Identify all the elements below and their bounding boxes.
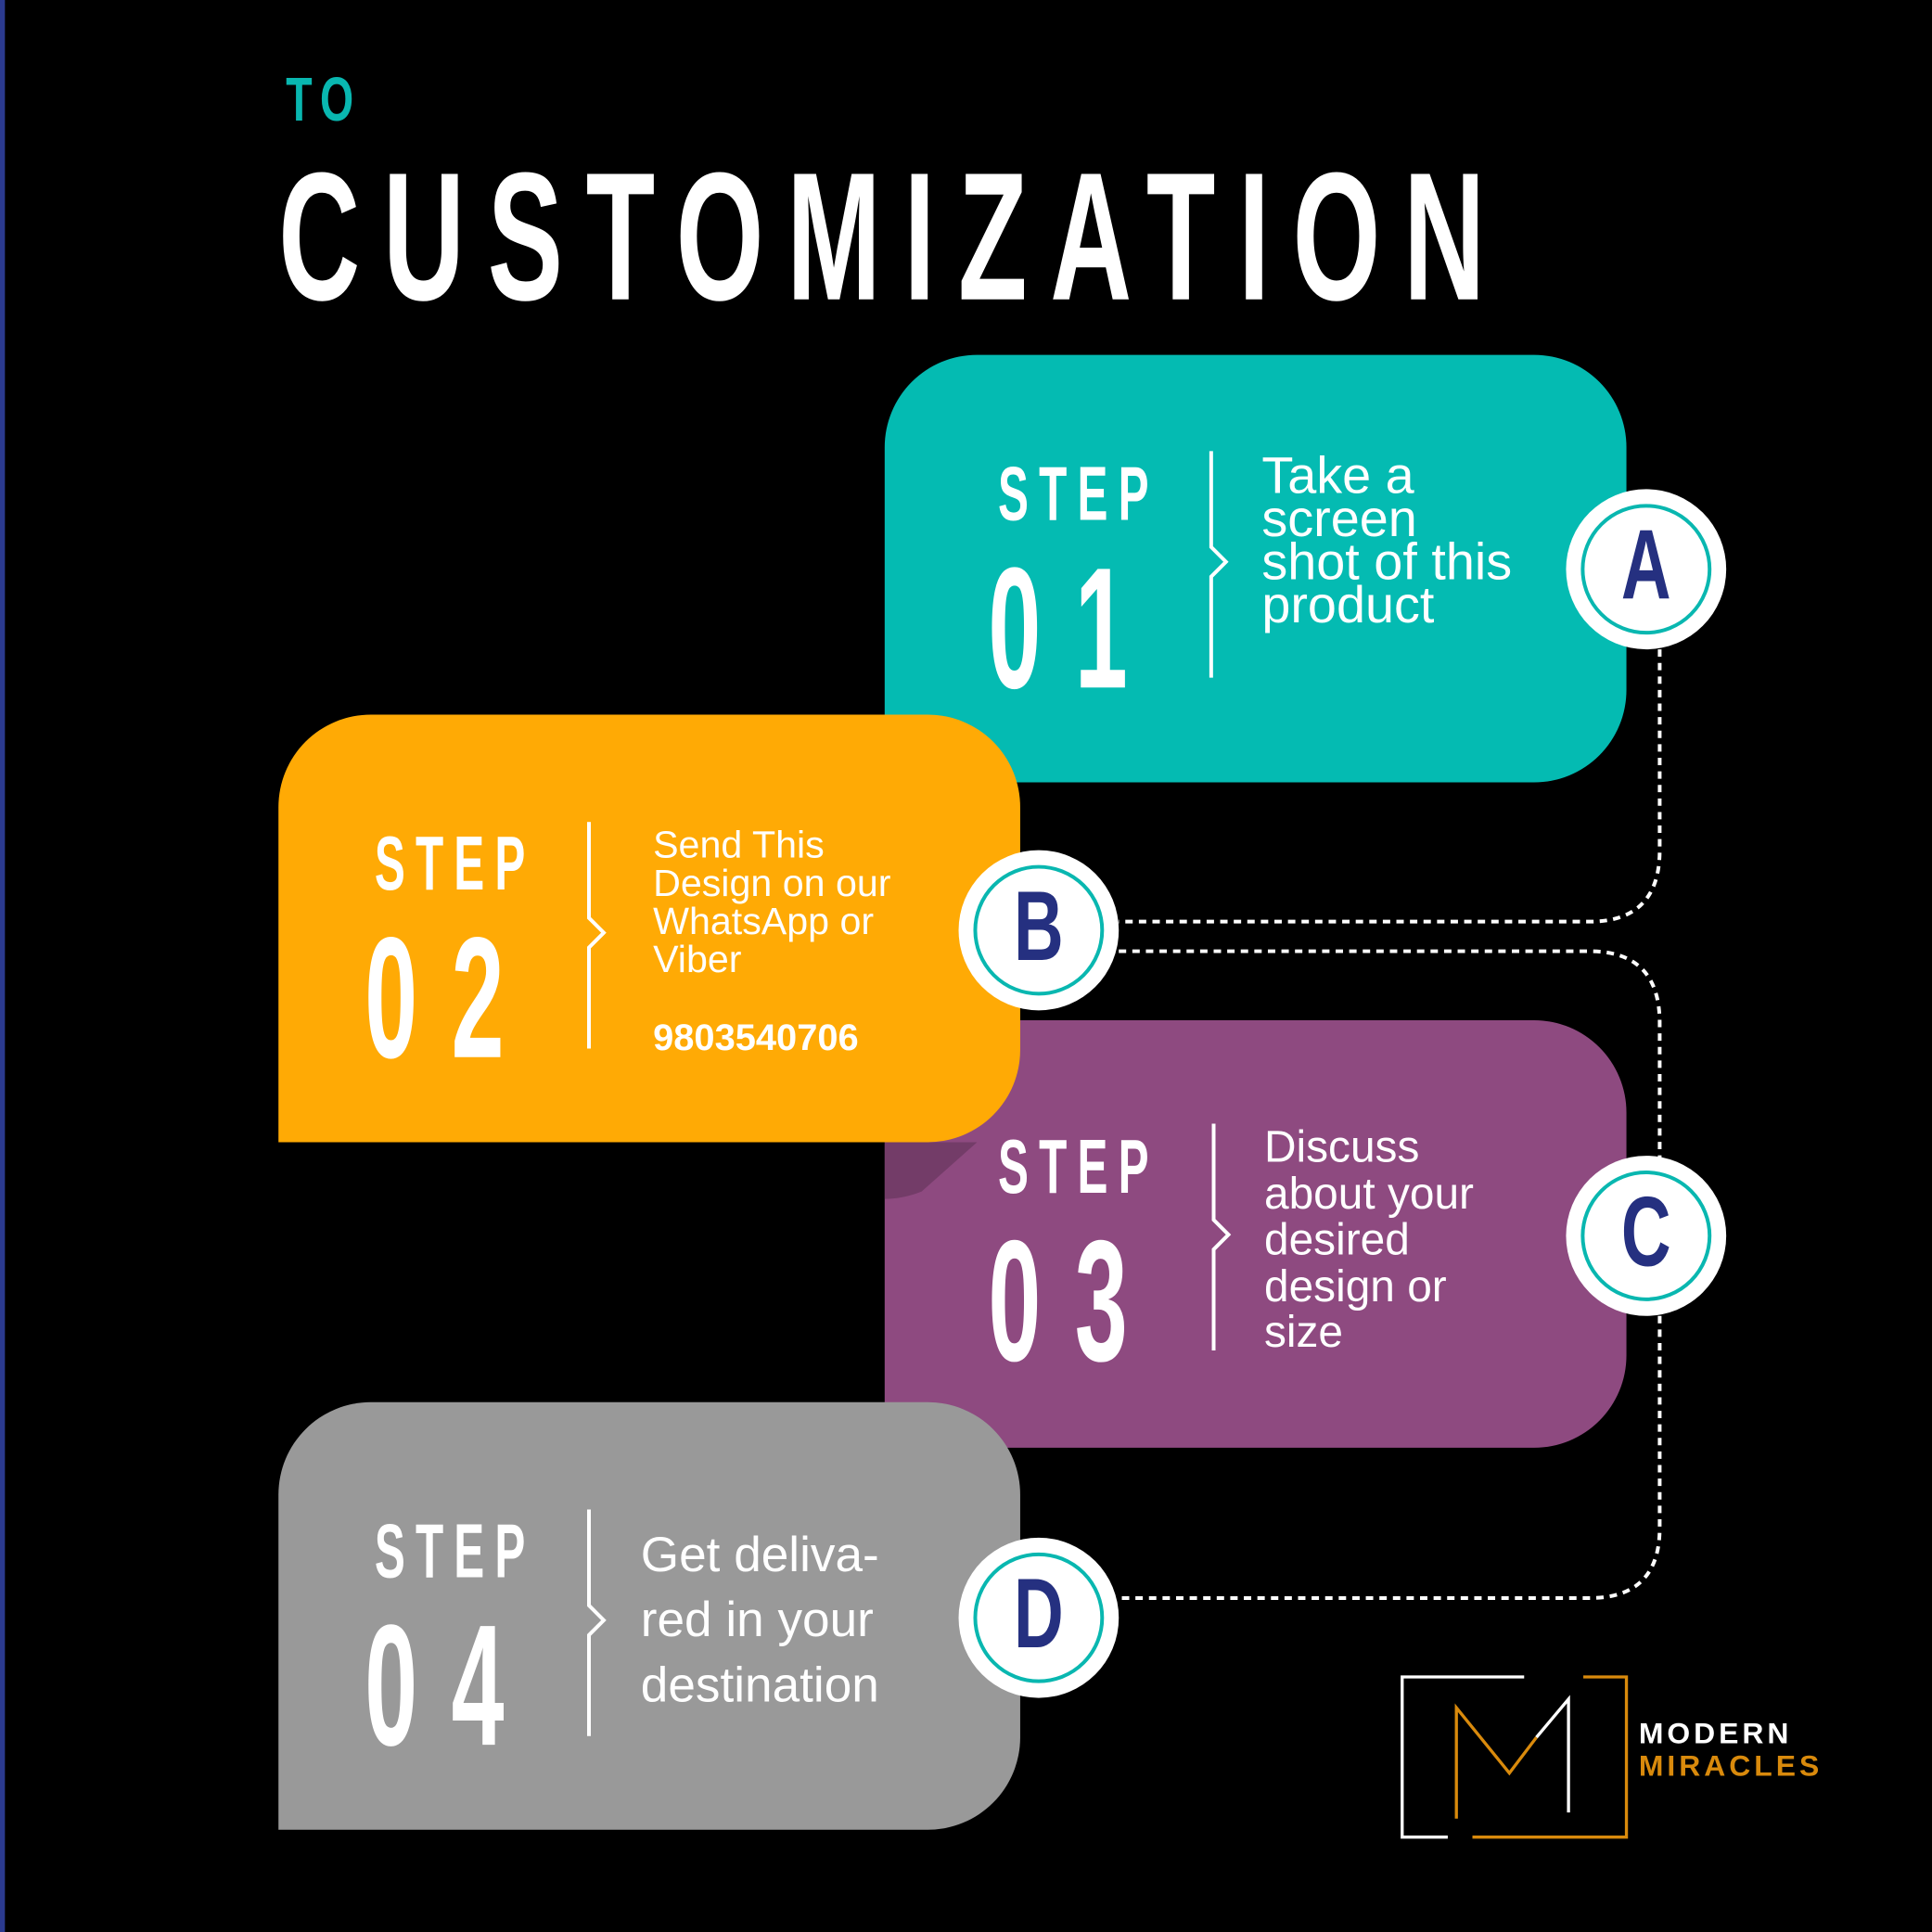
eyebrow-text: TO (286, 65, 363, 134)
badge-letter: C (1620, 1176, 1671, 1286)
step-card-4 (278, 1401, 1020, 1830)
step-number: 03 (988, 1203, 1162, 1398)
step-description: Discuss about your desired design or siz… (1263, 1120, 1474, 1357)
divider-chevron (587, 1509, 607, 1736)
badge-letter: A (1620, 509, 1671, 621)
step-number: 04 (365, 1588, 539, 1782)
step-label: STEP (998, 1124, 1159, 1210)
logo-line-1: MODERN (1638, 1717, 1793, 1751)
connector-c-d (1119, 1315, 1662, 1600)
card-shadow (884, 1142, 978, 1199)
divider-chevron (1209, 451, 1229, 678)
step-label: STEP (374, 822, 536, 907)
step-number: 02 (365, 901, 539, 1094)
logo-mark (1401, 1675, 1629, 1839)
step-description: Get deliva- red in your destination (640, 1528, 879, 1713)
logo-line-2: MIRACLES (1638, 1749, 1823, 1784)
step-description: Send This Design on our WhatsApp or Vibe… (653, 823, 891, 981)
badge-letter: D (1014, 1558, 1064, 1669)
divider-chevron (1211, 1123, 1232, 1350)
step-label: STEP (374, 1509, 536, 1595)
step-number: 01 (988, 531, 1162, 725)
badge-b: B (958, 850, 1120, 1011)
step-card-1 (884, 354, 1627, 783)
step-description: Take a screen shot of this product (1261, 445, 1513, 633)
step-card-2 (278, 714, 1020, 1143)
phone-number: 9803540706 (653, 1017, 859, 1059)
badge-a: A (1566, 489, 1727, 650)
divider-chevron (587, 822, 607, 1049)
left-edge-stripe (0, 0, 6, 1932)
connector-a-b (1119, 649, 1662, 924)
badge-c: C (1566, 1156, 1727, 1316)
connector-b-c (1119, 949, 1662, 1158)
page-title: CUSTOMIZATION (278, 135, 1508, 339)
badge-d: D (958, 1537, 1120, 1698)
step-label: STEP (998, 452, 1159, 538)
badge-letter: B (1014, 871, 1064, 981)
